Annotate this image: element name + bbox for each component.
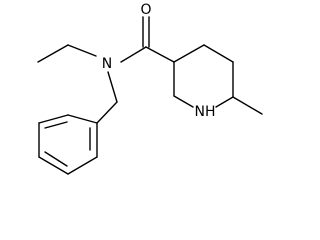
ring-bond-n1-c2 [173, 95, 194, 108]
benzene-inner-double-1 [44, 121, 68, 129]
ring-bond-c3-c4 [173, 44, 205, 63]
molecule-diagram: O N NH [37, 2, 263, 175]
methyl-bond [232, 96, 263, 115]
carbonyl-to-amide-n-bond [120, 46, 147, 63]
benzene-bond-4 [38, 156, 69, 175]
ring-bond-c6-n1 [215, 96, 234, 108]
ethyl-bond-2 [37, 44, 69, 63]
oxygen-label: O [140, 2, 151, 18]
benzene-inner-double-2 [44, 151, 68, 167]
benzene-bond-2 [38, 114, 69, 124]
ring-bond-c4-c5 [203, 44, 234, 63]
benzyl-ch2-bond [96, 101, 118, 124]
ring-nitrogen-label: NH [195, 104, 216, 120]
benzyl-n-bond [107, 71, 118, 103]
structure-canvas: O N NH [37, 2, 263, 175]
amide-nitrogen-label: N [102, 56, 112, 72]
benzene-bond-1 [67, 114, 98, 124]
benzene-bond-5 [67, 156, 98, 175]
carbonyl-to-ring-bond [145, 46, 175, 63]
ethyl-bond-1 [67, 44, 97, 57]
